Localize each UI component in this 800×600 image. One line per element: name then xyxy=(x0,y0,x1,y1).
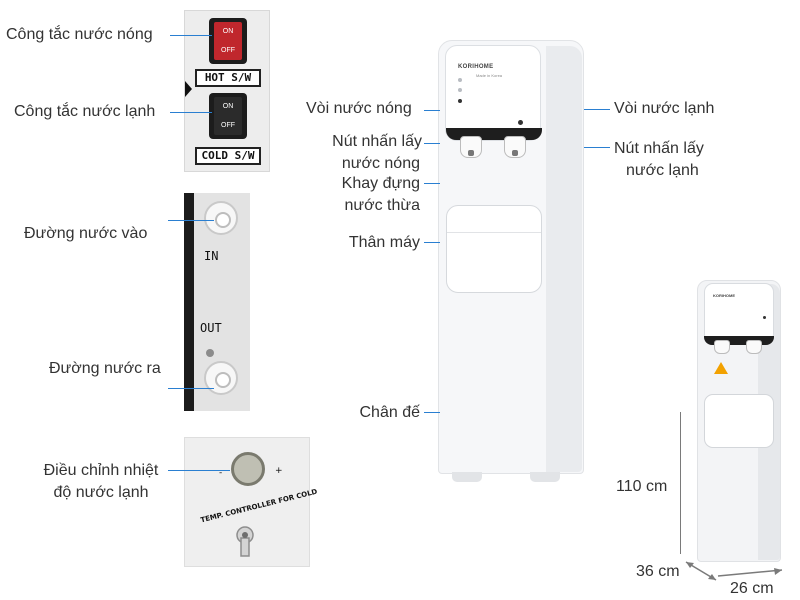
leader-base xyxy=(424,412,440,413)
label-base: Chân đế xyxy=(359,404,421,421)
cold-switch-plate: COLD S/W xyxy=(195,147,261,165)
label-hot-button-1: Nút nhấn lấy xyxy=(332,133,422,150)
dispenser-foot xyxy=(452,472,482,482)
minus-mark: - xyxy=(219,468,223,478)
water-in-fitting xyxy=(204,201,238,235)
dispenser-thumbnail-panel: KORIHOME xyxy=(704,283,774,343)
water-line-plate: IN OUT xyxy=(194,193,250,411)
label-hot-tap: Vòi nước nóng xyxy=(306,100,412,117)
cold-tap-button[interactable] xyxy=(504,136,526,158)
label-hot-switch: Công tắc nước nóng xyxy=(6,26,153,43)
screw-icon xyxy=(206,349,214,357)
keyhole-icon xyxy=(236,526,254,557)
in-text: IN xyxy=(204,249,219,263)
warning-icon xyxy=(714,362,728,374)
dispenser-control-panel: KORIHOME Made in Korea xyxy=(445,45,541,141)
indicator-light-icon xyxy=(458,88,462,92)
hot-switch-plate: HOT S/W xyxy=(195,69,261,87)
leader-tray xyxy=(424,183,440,184)
drip-tray[interactable] xyxy=(446,205,542,293)
label-hot-button-2: nước nóng xyxy=(341,155,420,172)
dispenser-foot xyxy=(530,472,560,482)
water-line-panel-photo: IN OUT xyxy=(184,193,250,411)
label-water-out: Đường nước ra xyxy=(49,360,161,377)
width-dimension: 26 cm xyxy=(730,580,774,597)
brand-tagline: Made in Korea xyxy=(476,73,503,78)
leader-body xyxy=(424,242,440,243)
width-arrow-icon xyxy=(717,568,783,577)
indicator-light-icon xyxy=(458,78,462,82)
thumbnail-tap-band xyxy=(704,336,774,345)
temperature-panel-photo: - + TEMP. CONTROLLER FOR COLD xyxy=(184,437,318,567)
leader-temp-adjust xyxy=(168,470,230,471)
temp-controller-text: TEMP. CONTROLLER FOR COLD xyxy=(199,487,319,525)
cold-switch[interactable]: ON OFF xyxy=(209,93,247,139)
leader-cold-button xyxy=(584,147,610,148)
plus-mark: + xyxy=(275,466,283,476)
hot-switch-rocker: ON OFF xyxy=(214,22,242,60)
hot-switch-on-text: ON xyxy=(222,28,234,35)
drip-tray-edge xyxy=(447,232,541,233)
water-out-fitting xyxy=(204,361,238,395)
depth-arrow-icon xyxy=(685,561,717,581)
hot-switch-off-text: OFF xyxy=(221,47,235,54)
height-dimension: 110 cm xyxy=(616,478,668,495)
hot-tap-button[interactable] xyxy=(460,136,482,158)
brand-logo: KORIHOME xyxy=(458,64,494,70)
temperature-knob[interactable] xyxy=(231,452,265,486)
label-tray-1: Khay đựng xyxy=(341,175,420,192)
out-text: OUT xyxy=(200,321,222,335)
label-body: Thân máy xyxy=(348,234,420,251)
cold-switch-on-text: ON xyxy=(222,103,234,110)
label-tray-2: nước thừa xyxy=(344,197,421,214)
status-light-icon xyxy=(763,316,766,319)
leader-water-in xyxy=(168,220,214,221)
depth-dimension: 36 cm xyxy=(636,563,680,580)
arrow-mark-icon xyxy=(185,81,192,97)
thumbnail-drip-tray xyxy=(704,394,774,448)
leader-cold-switch xyxy=(170,112,212,113)
label-water-in: Đường nước vào xyxy=(24,225,148,242)
hot-tap-nozzle xyxy=(468,150,474,156)
label-temp-adjust-1: Điều chỉnh nhiệt xyxy=(43,462,159,479)
height-dimension-line xyxy=(680,412,681,554)
leader-hot-button xyxy=(424,143,440,144)
thumbnail-cold-tap xyxy=(746,340,762,354)
cold-switch-rocker: ON OFF xyxy=(214,97,242,135)
indicator-light-icon xyxy=(458,99,462,103)
label-cold-button-2: nước lạnh xyxy=(626,162,699,179)
label-cold-switch: Công tắc nước lạnh xyxy=(14,103,156,120)
cold-switch-off-text: OFF xyxy=(221,122,235,129)
label-cold-button-1: Nút nhấn lấy xyxy=(614,140,704,157)
hot-switch[interactable]: ON OFF xyxy=(209,18,247,64)
switch-panel-photo: ON OFF HOT S/W ON OFF COLD S/W xyxy=(184,10,270,172)
thumbnail-hot-tap xyxy=(714,340,730,354)
cold-tap-nozzle xyxy=(512,150,518,156)
leader-hot-tap xyxy=(424,110,440,111)
dispenser-side xyxy=(546,46,582,472)
thumbnail-brand-logo: KORIHOME xyxy=(713,293,735,298)
leader-cold-tap xyxy=(584,109,610,110)
leader-hot-switch xyxy=(170,35,212,36)
status-light-icon xyxy=(518,120,523,125)
leader-water-out xyxy=(168,388,214,389)
label-cold-tap: Vòi nước lạnh xyxy=(614,100,715,117)
label-temp-adjust-2: độ nước lạnh xyxy=(53,484,149,501)
